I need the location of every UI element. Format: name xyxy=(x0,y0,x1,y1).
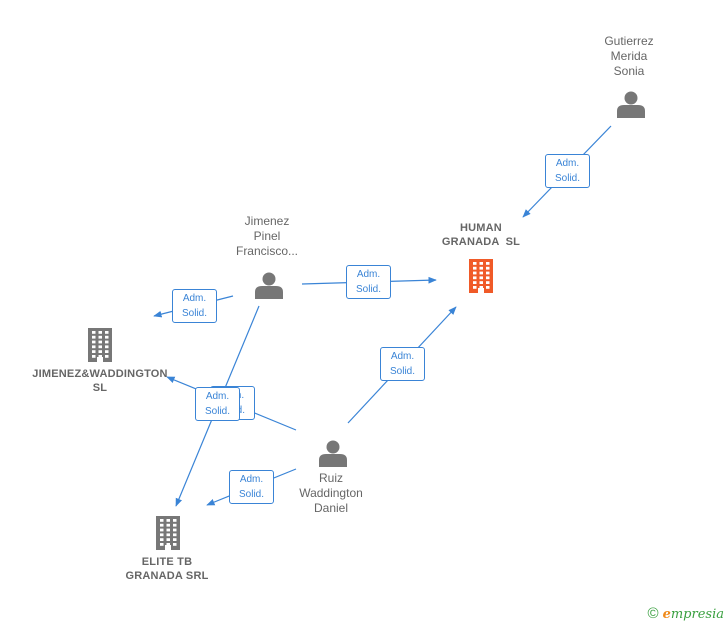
node-label-line: Jimenez xyxy=(244,214,290,228)
node-label-line: GRANADA SL xyxy=(441,236,521,248)
node-label-jimenez-waddington[interactable]: JIMENEZ&WADDINGTON SL xyxy=(25,367,175,395)
edge-label-line: Adm. xyxy=(205,391,230,402)
node-label-line: Sonia xyxy=(613,64,645,78)
edge-label-line: Adm. xyxy=(356,269,381,280)
node-label-line: Daniel xyxy=(313,501,349,515)
node-label-line: SL xyxy=(92,382,108,394)
edge-label-line: Adm. xyxy=(555,158,580,169)
building-icon-human-granada[interactable] xyxy=(469,259,493,293)
edge-label-line: Solid. xyxy=(389,366,415,377)
building-icon-elite-tb[interactable] xyxy=(156,516,180,550)
edge-label-ruiz-to-elite-tb[interactable]: Adm. Solid. xyxy=(229,470,274,504)
edge-label-ruiz-to-jimenez-waddington[interactable]: Adm. Solid. xyxy=(195,387,240,421)
edge-label-ruiz-to-human-granada[interactable]: Adm. Solid. xyxy=(380,347,425,381)
edge-label-line: Solid. xyxy=(554,173,580,184)
empresia-brand: ©empresia xyxy=(648,605,724,622)
brand-name: mpresia xyxy=(670,607,724,622)
brand-initial: e xyxy=(662,607,671,622)
copyright-symbol: © xyxy=(647,605,659,622)
node-label-line: ELITE TB xyxy=(141,556,193,568)
edge-label-jimenez-pinel-to-jimenez-waddington[interactable]: Adm. Solid. xyxy=(172,289,217,323)
person-icon-gutierrez[interactable] xyxy=(617,91,645,119)
node-label-human-granada[interactable]: HUMAN GRANADA SL xyxy=(426,221,536,249)
person-icon-ruiz[interactable] xyxy=(319,440,347,468)
node-label-elite-tb[interactable]: ELITE TB GRANADA SRL xyxy=(112,555,222,583)
building-icon-jimenez-waddington[interactable] xyxy=(88,328,112,362)
edge-label-line: Solid. xyxy=(355,284,381,295)
edge-label-line: Adm. xyxy=(239,474,264,485)
edge-label-line: Adm. xyxy=(390,351,415,362)
person-icon-jimenez-pinel[interactable] xyxy=(255,272,283,300)
edge-label-line: Adm. xyxy=(182,293,207,304)
edge-label-gutierrez-to-human-granada[interactable]: Adm. Solid. xyxy=(545,154,590,188)
node-label-line: Waddington xyxy=(299,486,363,500)
edge-label-line: Solid. xyxy=(238,489,264,500)
edge-label-line: Solid. xyxy=(181,308,207,319)
node-label-line: JIMENEZ&WADDINGTON xyxy=(32,368,168,380)
node-label-line: Gutierrez xyxy=(604,34,654,48)
node-label-line: Ruiz xyxy=(318,471,343,485)
edge-label-line: Solid. xyxy=(204,406,230,417)
node-label-line: HUMAN xyxy=(460,222,502,234)
node-label-line: Merida xyxy=(610,49,648,63)
node-label-line: GRANADA SRL xyxy=(125,570,209,582)
node-label-line: Pinel xyxy=(253,229,281,243)
node-label-line: Francisco... xyxy=(235,244,298,258)
edge-label-jimenez-pinel-to-human-granada[interactable]: Adm. Solid. xyxy=(346,265,391,299)
